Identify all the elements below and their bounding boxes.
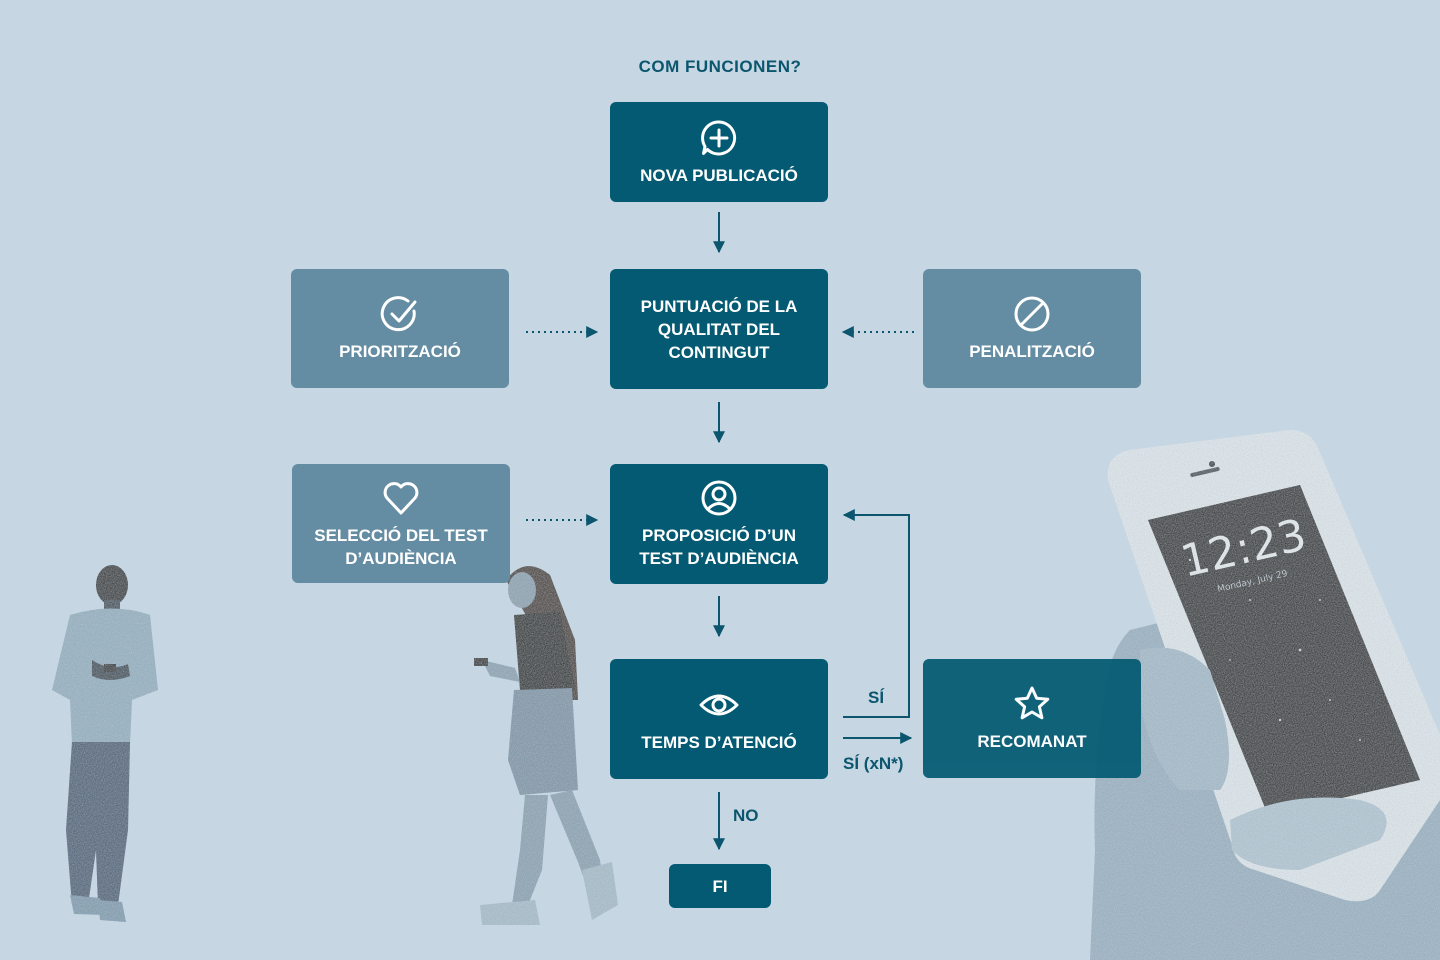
woman-with-phone-photo: [474, 566, 618, 925]
node-label: TEMPS D’ATENCIÓ: [641, 732, 797, 752]
node-label: PROPOSICIÓ D’UN TEST D’AUDIÈNCIA: [639, 526, 799, 568]
star-icon: [1012, 684, 1052, 724]
node-puntuacio-qualitat: PUNTUACIÓ DE LA QUALITAT DEL CONTINGUT: [610, 269, 828, 389]
node-label: NOVA PUBLICACIÓ: [640, 165, 798, 185]
plus-speech-bubble-icon: [699, 118, 739, 158]
node-penalitzacio: PENALITZACIÓ: [923, 269, 1141, 388]
edge-label-si-xn: SÍ (xN*): [843, 754, 904, 773]
heart-icon: [381, 478, 421, 518]
node-proposicio-test: PROPOSICIÓ D’UN TEST D’AUDIÈNCIA: [610, 464, 828, 584]
node-recomanat: RECOMANAT: [923, 659, 1141, 778]
edge-label-si: SÍ: [868, 688, 885, 707]
node-nova-publicacio: NOVA PUBLICACIÓ: [610, 102, 828, 202]
node-fi: FI: [669, 864, 771, 908]
node-label: FI: [712, 876, 728, 896]
eye-icon: [699, 685, 739, 725]
node-label: PUNTUACIÓ DE LA QUALITAT DEL CONTINGUT: [640, 296, 798, 362]
node-label: RECOMANAT: [977, 732, 1087, 751]
node-label: SELECCIÓ DEL TEST D’AUDIÈNCIA: [314, 525, 488, 568]
hand-with-smartphone-photo: 12:23 Monday, July 29: [1090, 430, 1440, 960]
man-with-phone-photo: [52, 565, 158, 922]
node-label: PENALITZACIÓ: [969, 342, 1095, 361]
node-seleccio-test: SELECCIÓ DEL TEST D’AUDIÈNCIA: [292, 464, 510, 583]
node-prioritzacio: PRIORITZACIÓ: [291, 269, 509, 388]
node-label: PRIORITZACIÓ: [339, 342, 461, 361]
edge-label-no: NO: [733, 806, 759, 825]
prohibited-icon: [1012, 294, 1052, 334]
user-circle-icon: [699, 478, 739, 518]
arrow-temps-loop-to-proposicio: [842, 509, 910, 718]
node-temps-atencio: TEMPS D’ATENCIÓ: [610, 659, 828, 779]
check-circle-icon: [380, 294, 420, 334]
diagram-title: COM FUNCIONEN?: [638, 57, 802, 76]
